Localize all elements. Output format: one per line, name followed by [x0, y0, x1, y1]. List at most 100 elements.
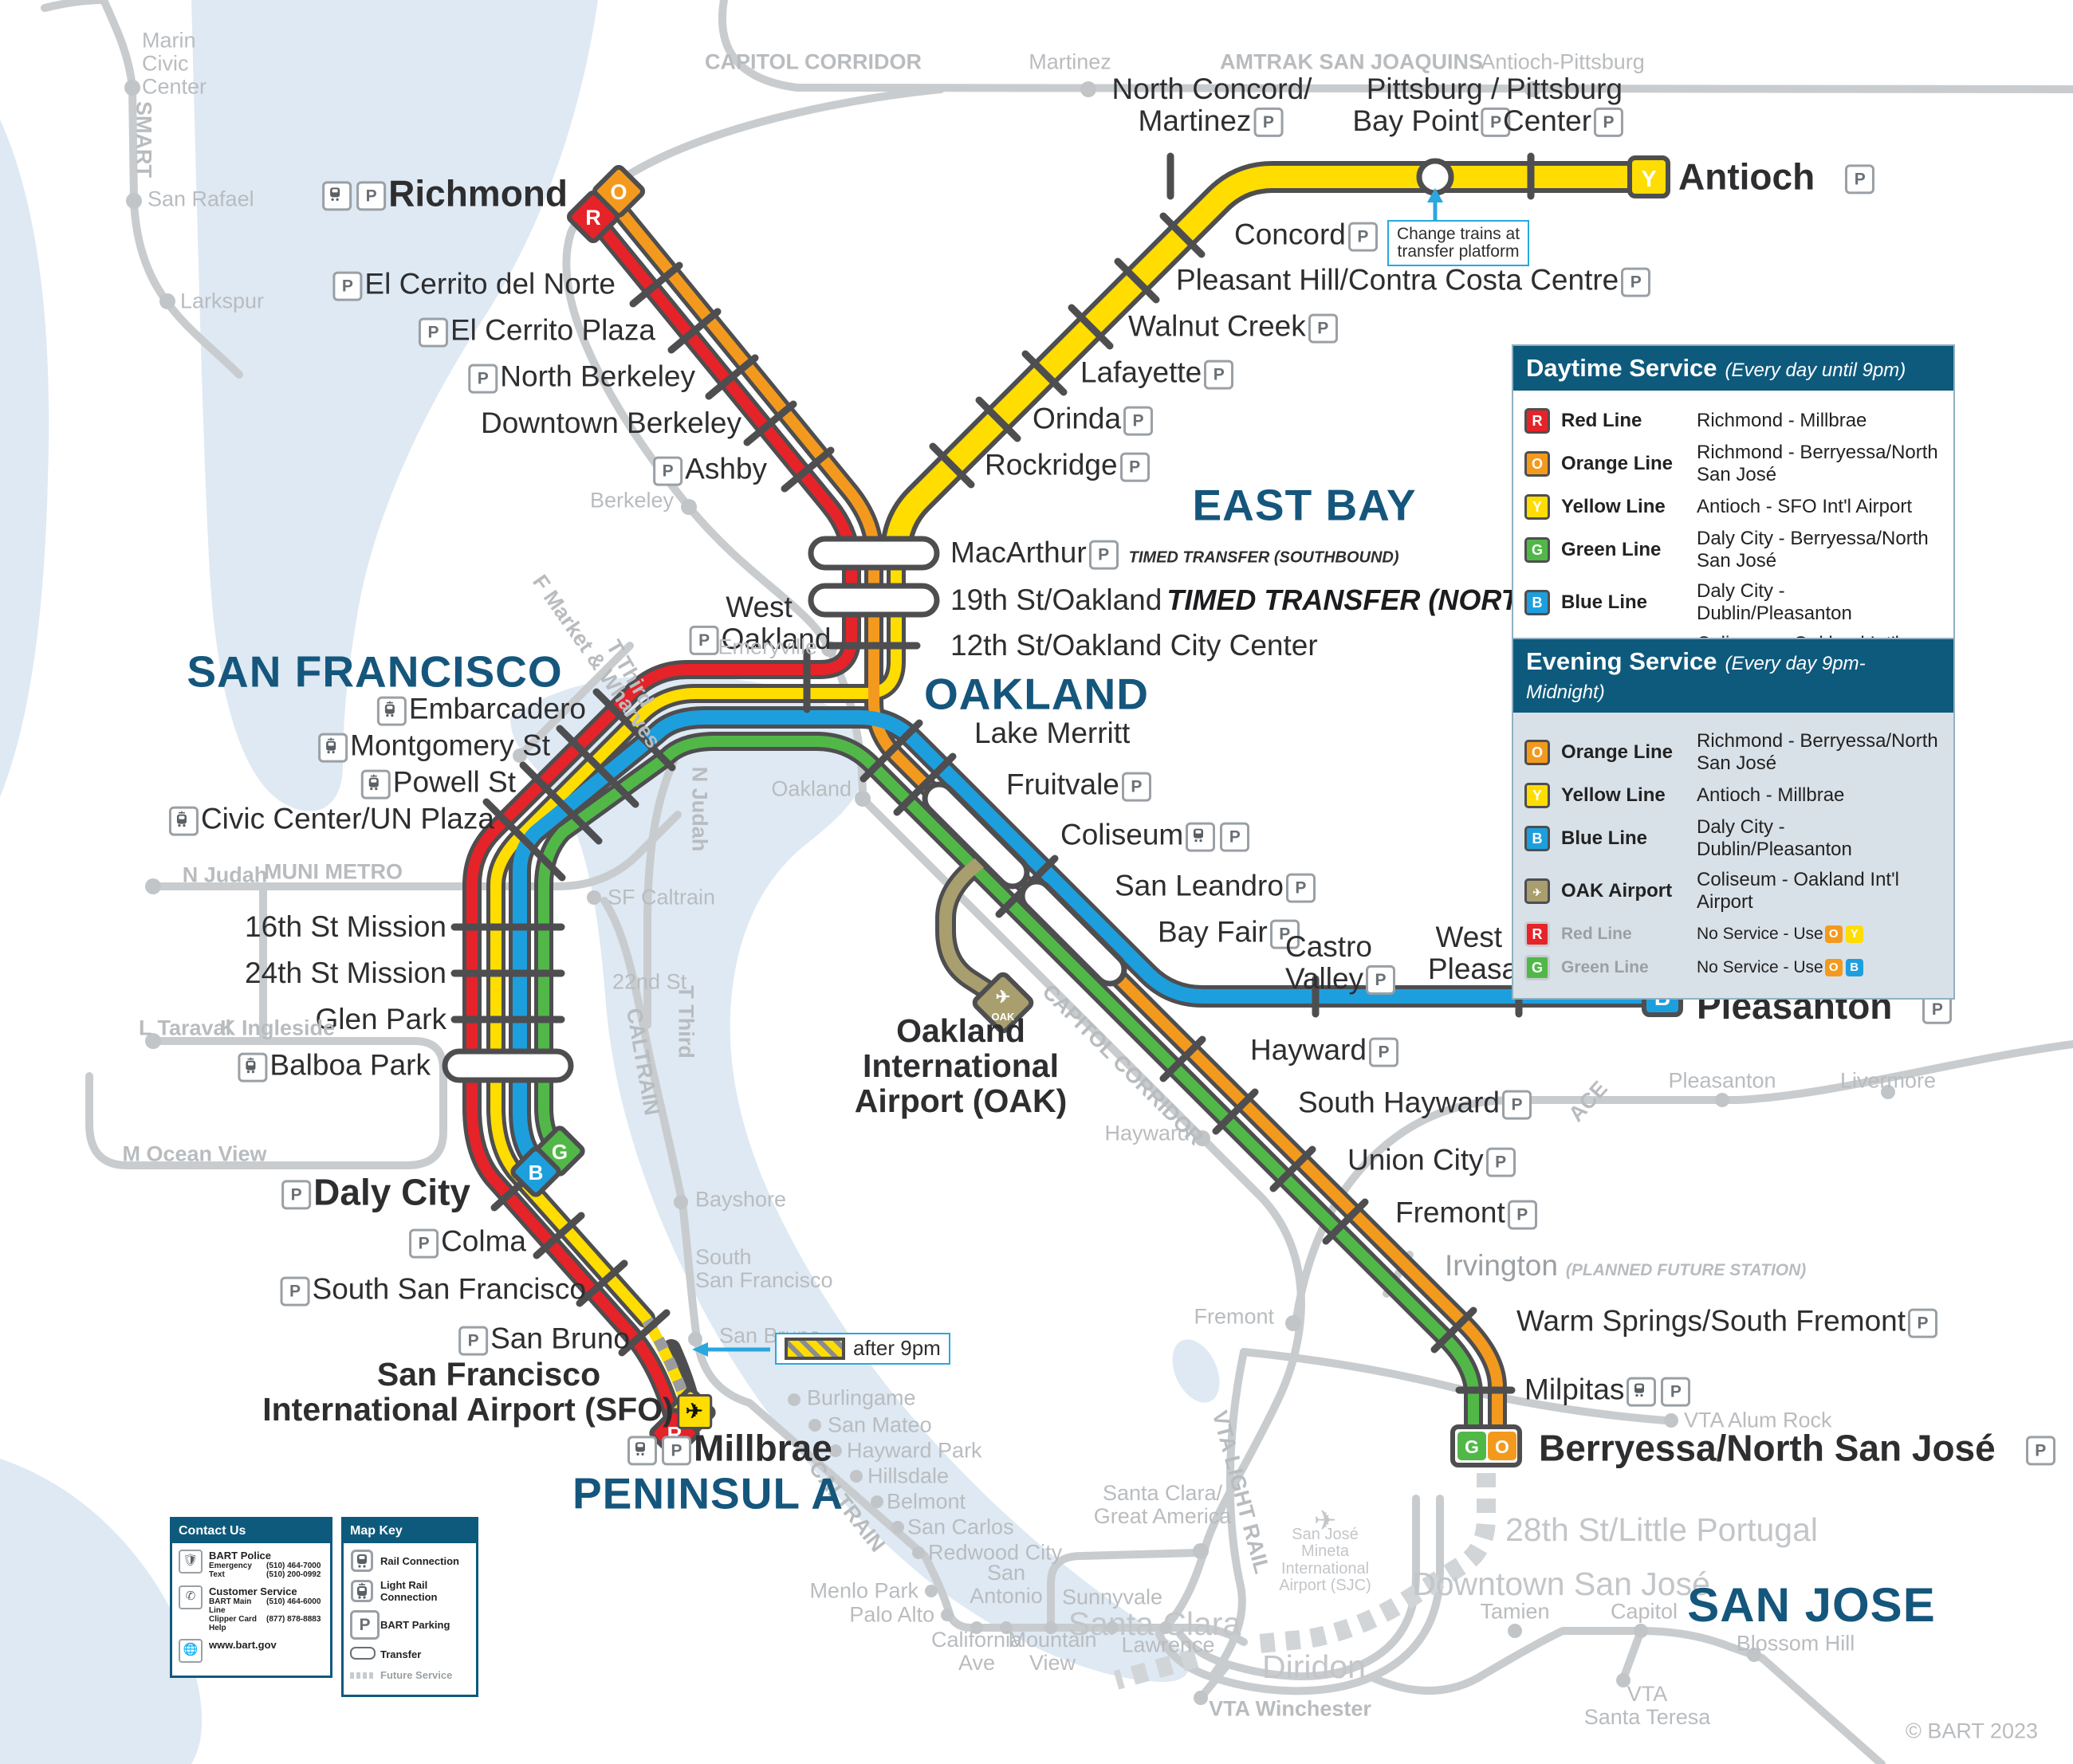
- P-icon: P: [350, 1610, 380, 1640]
- oak-airport-line: [939, 854, 998, 1000]
- background-rail-label-line: AMTRAK SAN JOAQUINS: [1219, 49, 1484, 74]
- background-rail-label-line: © BART 2023: [1906, 1719, 2038, 1743]
- background-rail-label-line: Santa Clara/: [1102, 1481, 1223, 1506]
- change-trains-line1: Change trains at: [1396, 225, 1520, 243]
- background-rail-label-line: SMART: [132, 101, 156, 178]
- region-label: OAKLAND: [924, 670, 1149, 718]
- parking-icon: P: [1366, 965, 1396, 996]
- background-rail-label-line: Emeryville: [718, 634, 817, 659]
- background-rail-label: M Ocean View: [122, 1142, 266, 1166]
- parking-icon: P: [1485, 1147, 1516, 1177]
- legend-line-desc: Antioch - SFO Int'l Airport: [1697, 496, 1913, 517]
- map-key-label: BART Parking: [380, 1619, 450, 1631]
- b-line-badge: B: [1524, 590, 1550, 615]
- station-label-line: Irvington(PLANNED FUTURE STATION): [1445, 1249, 1807, 1283]
- background-rail-label: Capitol: [1611, 1600, 1678, 1624]
- background-rail-label: Lawrence: [1121, 1632, 1215, 1657]
- background-rail-label: Oakland: [771, 777, 852, 801]
- richmond-O-badge: O: [610, 180, 627, 204]
- background-rail-label-line: San: [986, 1561, 1026, 1585]
- background-rail-label: © BART 2023: [1906, 1719, 2038, 1743]
- region-label-line: SAN FRANCISCO: [187, 646, 563, 697]
- legend-line-name: Green Line: [1561, 958, 1649, 976]
- map-key-label: Rail Connection: [380, 1554, 459, 1567]
- change-trains-note: Change trains at transfer platform: [1387, 220, 1529, 267]
- background-rail-label-line: K Ingleside: [219, 1016, 336, 1040]
- light-rail-connection-icon: [360, 769, 391, 799]
- region-label-line: SAN JOSE: [1687, 1577, 1936, 1632]
- legend-line-name: Blue Line: [1561, 827, 1648, 849]
- parking-icon: P: [1088, 540, 1119, 570]
- background-rail-label-line: Martinez: [1029, 49, 1111, 74]
- station-label-line: Oakland: [896, 1012, 1025, 1050]
- blue-line: [513, 710, 1651, 1173]
- background-rail-label-line: Santa Clara: [1068, 1605, 1241, 1643]
- station-label-line: 16th St Mission: [245, 910, 446, 944]
- parking-icon: P: [332, 271, 363, 301]
- background-rail-label-line: Hayward Park: [847, 1438, 982, 1463]
- background-rail-label-line: Fremont: [1194, 1304, 1274, 1329]
- background-rail-label-line: California: [930, 1628, 1023, 1652]
- contact-name[interactable]: www.bart.gov: [209, 1639, 277, 1651]
- parking-icon: P: [1845, 164, 1875, 194]
- background-rail-label-line: N Judah: [182, 862, 268, 887]
- background-rail-label-line: Belmont: [887, 1489, 966, 1514]
- parking-icon: P: [418, 317, 448, 348]
- background-rail-label: MUNI METRO: [264, 860, 403, 884]
- station-label: 16th St Mission: [245, 911, 446, 943]
- background-rail-label-line: Hillsdale: [867, 1463, 950, 1488]
- contact-number: (510) 200-0992: [266, 1570, 321, 1579]
- background-rail-label-line: 28th St/Little Portugal: [1505, 1511, 1819, 1549]
- legend-line-desc: Richmond - Millbrae: [1697, 410, 1867, 431]
- background-rail-label-line: Center: [142, 74, 207, 99]
- contact-label: Text: [209, 1570, 225, 1579]
- parking-icon: P: [1204, 359, 1234, 390]
- background-rail-label-line: Airport (SJC): [1279, 1577, 1371, 1595]
- light-rail-connection-icon: [318, 733, 348, 763]
- legend-line-name: Red Line: [1561, 925, 1632, 943]
- y-line-badge: Y: [1524, 783, 1550, 808]
- antioch-Y-badge: Y: [1641, 167, 1656, 192]
- legend-line-name: Orange Line: [1561, 741, 1674, 763]
- daytime-service-title: Daytime Service: [1526, 354, 1717, 382]
- svg-text:OAK: OAK: [992, 1011, 1016, 1023]
- station-label-line: Lake Merritt: [974, 717, 1131, 750]
- background-rail-label: Fremont: [1194, 1304, 1274, 1329]
- background-rail-label-line: ACE: [1564, 1076, 1612, 1126]
- background-rail-label: Hayward Park: [847, 1438, 982, 1463]
- o-line-badge: O: [1524, 451, 1550, 477]
- change-trains-line2: transfer platform: [1397, 242, 1520, 261]
- background-rail-label-line: Lawrence: [1121, 1632, 1215, 1657]
- background-rail-label: CAPITOL CORRIDOR: [705, 50, 922, 74]
- background-rail-label: ACE: [1564, 1076, 1612, 1126]
- parking-icon: P: [1253, 108, 1284, 138]
- legend-line-name: Yellow Line: [1561, 784, 1666, 806]
- background-rail-label-line: ✈: [1313, 1505, 1337, 1536]
- parking-icon: P: [1501, 1090, 1532, 1120]
- background-rail-label: 28th St/Little Portugal: [1505, 1511, 1819, 1549]
- station-label-note: (PLANNED FUTURE STATION): [1565, 1261, 1807, 1280]
- o-line-badge: O: [1824, 925, 1843, 944]
- region-label: SAN JOSE: [1687, 1577, 1936, 1632]
